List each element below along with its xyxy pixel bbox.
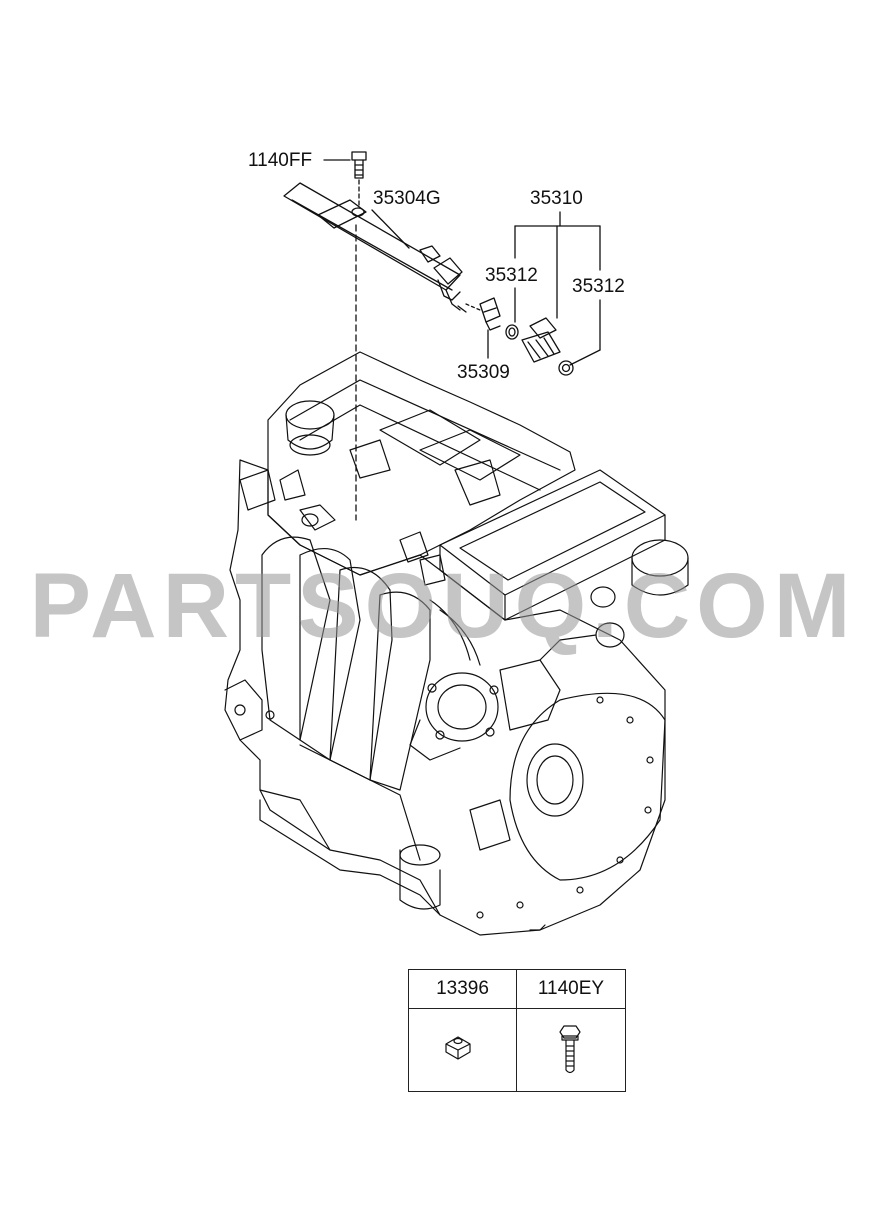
parts-table-col-13396: 13396 bbox=[409, 970, 517, 1091]
label-35309: 35309 bbox=[457, 362, 510, 383]
o-ring-right-icon bbox=[558, 360, 574, 376]
label-1140ff: 1140FF bbox=[248, 150, 313, 171]
parts-table-col-1140ey: 1140EY bbox=[517, 970, 625, 1091]
label-35312-left: 35312 bbox=[485, 265, 538, 286]
bolt-1140ff-icon bbox=[351, 151, 367, 179]
parts-table-header-13396: 13396 bbox=[409, 970, 516, 1009]
label-35310: 35310 bbox=[530, 188, 583, 209]
watermark: PARTSOUQ.COM bbox=[29, 555, 857, 657]
injector-drawing bbox=[521, 317, 561, 363]
o-ring-left-icon bbox=[505, 324, 519, 340]
parts-table-icon-cell bbox=[409, 1009, 516, 1091]
clip-35309-drawing bbox=[465, 297, 501, 359]
bolt-1140ey-icon bbox=[559, 1025, 581, 1074]
label-35304g: 35304G bbox=[373, 188, 441, 209]
label-35312-right: 35312 bbox=[572, 276, 625, 297]
fuel-rail-drawing bbox=[283, 182, 467, 313]
engine-block-drawing bbox=[224, 351, 689, 936]
parts-table-icon-cell bbox=[517, 1009, 625, 1091]
nut-13396-icon bbox=[445, 1036, 471, 1060]
parts-table-header-1140ey: 1140EY bbox=[517, 970, 625, 1009]
parts-table: 13396 1140EY bbox=[408, 969, 626, 1092]
